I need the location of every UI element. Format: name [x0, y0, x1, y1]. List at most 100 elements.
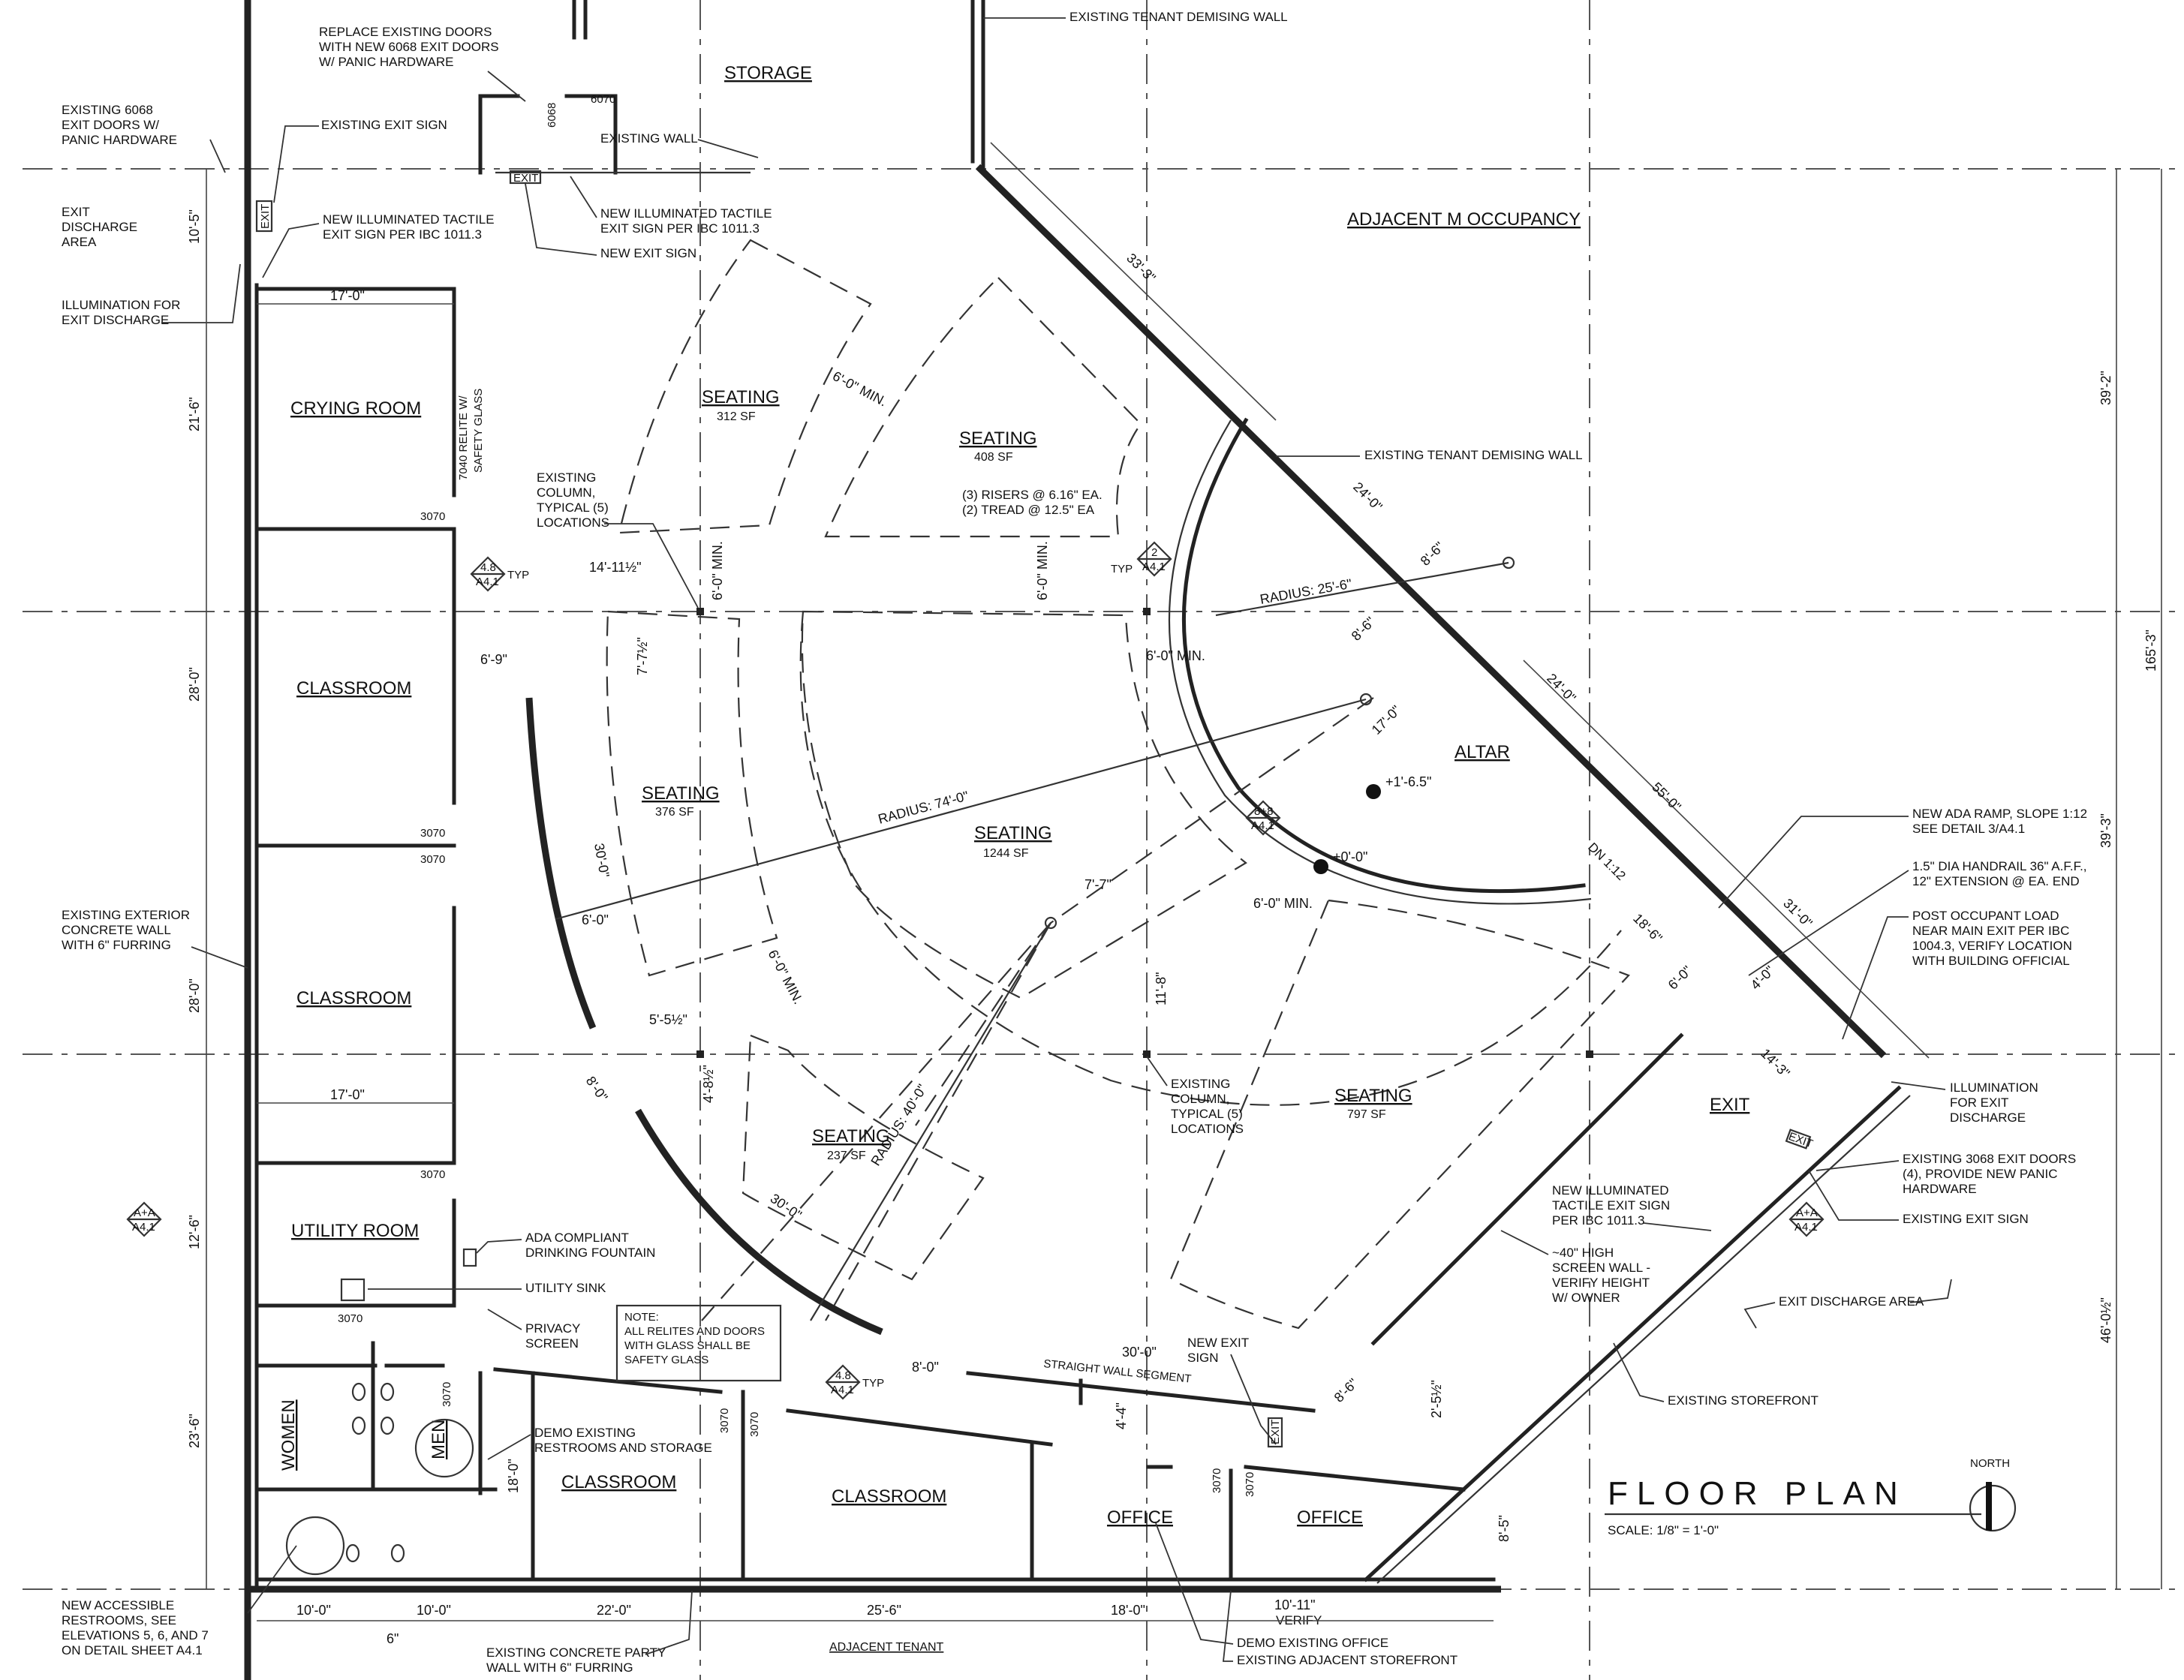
dim-label: 22'-0"	[597, 1603, 631, 1618]
seating-area: 237 SF	[827, 1150, 866, 1162]
dim-label: 6'-0" MIN.	[1253, 896, 1313, 911]
svg-text:EXISTING: EXISTING	[537, 470, 596, 485]
svg-text:A4.1: A4.1	[1142, 561, 1166, 573]
svg-text:4.8: 4.8	[835, 1369, 851, 1382]
door-tag: 3070	[420, 510, 445, 523]
svg-text:COLUMN,: COLUMN,	[1171, 1092, 1229, 1106]
svg-text:~40" HIGH: ~40" HIGH	[1552, 1246, 1614, 1260]
svg-text:WITH GLASS SHALL BE: WITH GLASS SHALL BE	[624, 1339, 751, 1352]
svg-text:POST OCCUPANT LOAD: POST OCCUPANT LOAD	[1912, 909, 2059, 923]
door-tag: 6068	[546, 103, 558, 128]
exit-sign-icon: EXIT	[1269, 1420, 1282, 1444]
svg-text:NOTE:: NOTE:	[624, 1311, 659, 1324]
dim-label: 8'-6"	[1418, 539, 1447, 568]
door-tag: 3070	[338, 1312, 362, 1325]
dim-label: +0'-0"	[1333, 849, 1367, 864]
note-existing-exit-sign-right: EXISTING EXIT SIGN	[1808, 1170, 2029, 1226]
title-block: FLOOR PLAN SCALE: 1/8" = 1'-0" NORTH	[1605, 1457, 2017, 1537]
svg-text:TYPICAL (5): TYPICAL (5)	[1171, 1107, 1243, 1121]
dim-label: 6'-0" MIN.	[1146, 648, 1205, 663]
note-existing-wall: EXISTING WALL	[600, 131, 759, 158]
svg-text:RESTROOMS AND STORAGE: RESTROOMS AND STORAGE	[534, 1441, 712, 1455]
dim-label: RADIUS: 40'-0"	[868, 1081, 930, 1168]
svg-text:NEW ILLUMINATED TACTILE: NEW ILLUMINATED TACTILE	[323, 212, 495, 227]
svg-text:A4.1: A4.1	[1794, 1221, 1818, 1234]
svg-text:ELEVATIONS 5, 6, AND 7: ELEVATIONS 5, 6, AND 7	[62, 1628, 209, 1642]
note-illum-exit-left: ILLUMINATION FOR EXIT DISCHARGE	[62, 263, 241, 327]
drawing-scale: SCALE: 1/8" = 1'-0"	[1608, 1523, 1719, 1537]
note-exterior-wall: EXISTING EXTERIOR CONCRETE WALL WITH 6" …	[62, 908, 248, 969]
svg-text:EXISTING EXTERIOR: EXISTING EXTERIOR	[62, 908, 190, 922]
svg-text:ON DETAIL SHEET A4.1: ON DETAIL SHEET A4.1	[62, 1643, 203, 1657]
note-exit-discharge-left: EXIT DISCHARGE AREA	[62, 205, 137, 249]
note-handrail: 1.5" DIA HANDRAIL 36" A.F.F., 12" EXTENS…	[1748, 859, 2087, 976]
note-existing-6068: EXISTING 6068 EXIT DOORS W/ PANIC HARDWA…	[62, 103, 226, 173]
note-illum-exit-right: ILLUMINATION FOR EXIT DISCHARGE	[1891, 1080, 2038, 1125]
svg-text:SEE DETAIL 3/A4.1: SEE DETAIL 3/A4.1	[1912, 822, 2025, 836]
note-accessible-restrooms: NEW ACCESSIBLE RESTROOMS, SEE ELEVATIONS…	[62, 1545, 297, 1657]
note-ada-ramp: NEW ADA RAMP, SLOPE 1:12 SEE DETAIL 3/A4…	[1718, 807, 2087, 909]
svg-text:(3) RISERS @ 6.16" EA.: (3) RISERS @ 6.16" EA.	[962, 488, 1103, 502]
dim-label: 18'-6"	[1630, 911, 1665, 946]
svg-text:NEW EXIT: NEW EXIT	[1187, 1336, 1249, 1350]
dim-label: 21'-6"	[187, 397, 202, 431]
dim-label: 24'-0"	[1350, 479, 1385, 515]
svg-text:EXISTING 6068: EXISTING 6068	[62, 103, 153, 117]
drinking-fountain-icon	[462, 1248, 477, 1267]
room-label-adjacent-m: ADJACENT M OCCUPANCY	[1347, 209, 1581, 230]
detail-tag-icon: 2 A4.1 TYP	[1111, 541, 1172, 577]
svg-text:EXISTING EXIT SIGN: EXISTING EXIT SIGN	[321, 118, 447, 132]
note-demising-mid: EXISTING TENANT DEMISING WALL	[1276, 448, 1583, 462]
note-demo-restrooms: DEMO EXISTING RESTROOMS AND STORAGE	[487, 1426, 712, 1460]
dim-label: 5'-5½"	[649, 1012, 687, 1027]
note-utility-sink: UTILITY SINK	[368, 1281, 606, 1295]
svg-text:DRINKING FOUNTAIN: DRINKING FOUNTAIN	[525, 1246, 655, 1260]
seating-area: 797 SF	[1347, 1108, 1386, 1121]
note-party-wall: EXISTING CONCRETE PARTY WALL WITH 6" FUR…	[486, 1590, 693, 1675]
room-label-altar: ALTAR	[1454, 742, 1510, 762]
dim-label: 55'-0"	[1649, 780, 1684, 815]
svg-text:EXIT SIGN PER IBC 1011.3: EXIT SIGN PER IBC 1011.3	[600, 221, 760, 236]
note-new-tactile-left: NEW ILLUMINATED TACTILE EXIT SIGN PER IB…	[262, 212, 495, 278]
svg-text:TYPICAL (5): TYPICAL (5)	[537, 500, 609, 515]
svg-text:AREA: AREA	[62, 235, 97, 249]
svg-text:DEMO EXISTING OFFICE: DEMO EXISTING OFFICE	[1237, 1636, 1388, 1650]
seating-geometry	[525, 239, 1630, 1336]
note-existing-3068: EXISTING 3068 EXIT DOORS (4), PROVIDE NE…	[1815, 1152, 2076, 1196]
svg-text:A4.1: A4.1	[831, 1384, 854, 1396]
svg-text:EXISTING EXIT SIGN: EXISTING EXIT SIGN	[1903, 1212, 2029, 1226]
svg-text:COLUMN,: COLUMN,	[537, 485, 595, 500]
note-relite: 7040 RELITE W/ SAFETY GLASS	[457, 389, 485, 480]
svg-text:(2) TREAD @ 12.5" EA: (2) TREAD @ 12.5" EA	[962, 503, 1095, 517]
svg-text:EXISTING CONCRETE PARTY: EXISTING CONCRETE PARTY	[486, 1645, 666, 1660]
dim-label: 33'-3"	[1124, 251, 1159, 286]
svg-text:EXIT DISCHARGE: EXIT DISCHARGE	[62, 313, 169, 327]
svg-text:SCREEN WALL -: SCREEN WALL -	[1552, 1261, 1650, 1275]
dim-label: 25'-6"	[867, 1603, 901, 1618]
dim-label: 6"	[387, 1631, 399, 1646]
svg-text:WITH NEW 6068 EXIT DOORS: WITH NEW 6068 EXIT DOORS	[319, 40, 499, 54]
svg-text:EXISTING 3068 EXIT DOORS: EXISTING 3068 EXIT DOORS	[1903, 1152, 2076, 1166]
note-ada-fountain: ADA COMPLIANT DRINKING FOUNTAIN	[476, 1231, 655, 1260]
dim-label: 10'-0"	[296, 1603, 331, 1618]
seating-label: SEATING	[1334, 1086, 1412, 1106]
svg-text:NEW ADA RAMP, SLOPE 1:12: NEW ADA RAMP, SLOPE 1:12	[1912, 807, 2087, 821]
svg-text:ADA COMPLIANT: ADA COMPLIANT	[525, 1231, 629, 1245]
svg-text:TYP: TYP	[507, 569, 529, 582]
svg-text:1.5" DIA HANDRAIL 36" A.F.F.,: 1.5" DIA HANDRAIL 36" A.F.F.,	[1912, 859, 2087, 873]
svg-text:(4), PROVIDE NEW PANIC: (4), PROVIDE NEW PANIC	[1903, 1167, 2058, 1181]
dim-label: RADIUS: 25'-6"	[1259, 576, 1352, 607]
svg-text:EXISTING TENANT DEMISING WALL: EXISTING TENANT DEMISING WALL	[1364, 448, 1583, 462]
room-label-classroom-4: CLASSROOM	[832, 1486, 946, 1507]
dim-label: 30'-0"	[768, 1191, 805, 1223]
svg-text:SAFETY GLASS: SAFETY GLASS	[624, 1354, 708, 1366]
svg-text:DEMO EXISTING: DEMO EXISTING	[534, 1426, 636, 1440]
exit-sign-icon: EXIT	[1787, 1130, 1815, 1150]
north-arrow-icon	[1969, 1484, 2017, 1532]
svg-text:CONCRETE WALL: CONCRETE WALL	[62, 923, 171, 937]
room-label-storage: STORAGE	[724, 63, 812, 83]
note-screen-wall: ~40" HIGH SCREEN WALL - VERIFY HEIGHT W/…	[1500, 1230, 1650, 1305]
exit-sign-icon: EXIT	[513, 172, 538, 185]
dim-label: 6'-0" MIN.	[710, 541, 725, 600]
